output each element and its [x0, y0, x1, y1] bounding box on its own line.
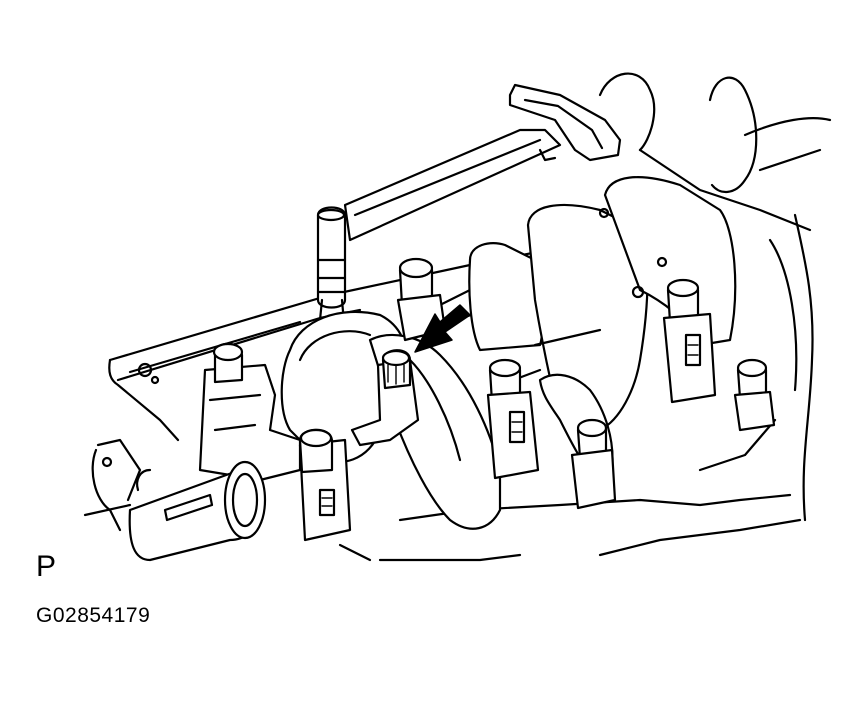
torque-wrench — [316, 83, 622, 347]
main-bearing-cap-middle — [486, 358, 540, 480]
rod-cap-left — [198, 342, 302, 482]
cylinder-block-outline — [91, 213, 802, 562]
main-bearing-cap-right — [662, 278, 717, 404]
rod-cap-right-lower — [570, 418, 617, 510]
crankshaft-front-end — [83, 460, 267, 562]
bolt-far-right — [733, 358, 776, 432]
bolt-under-wrench — [350, 349, 420, 447]
rod-cap-middle — [396, 257, 447, 342]
view-label: P — [36, 550, 57, 583]
engine-block-housing — [598, 72, 832, 522]
main-bearing-cap-center — [298, 428, 352, 542]
indicator-arrow — [414, 304, 471, 353]
figure-code: G02854179 — [36, 604, 151, 627]
